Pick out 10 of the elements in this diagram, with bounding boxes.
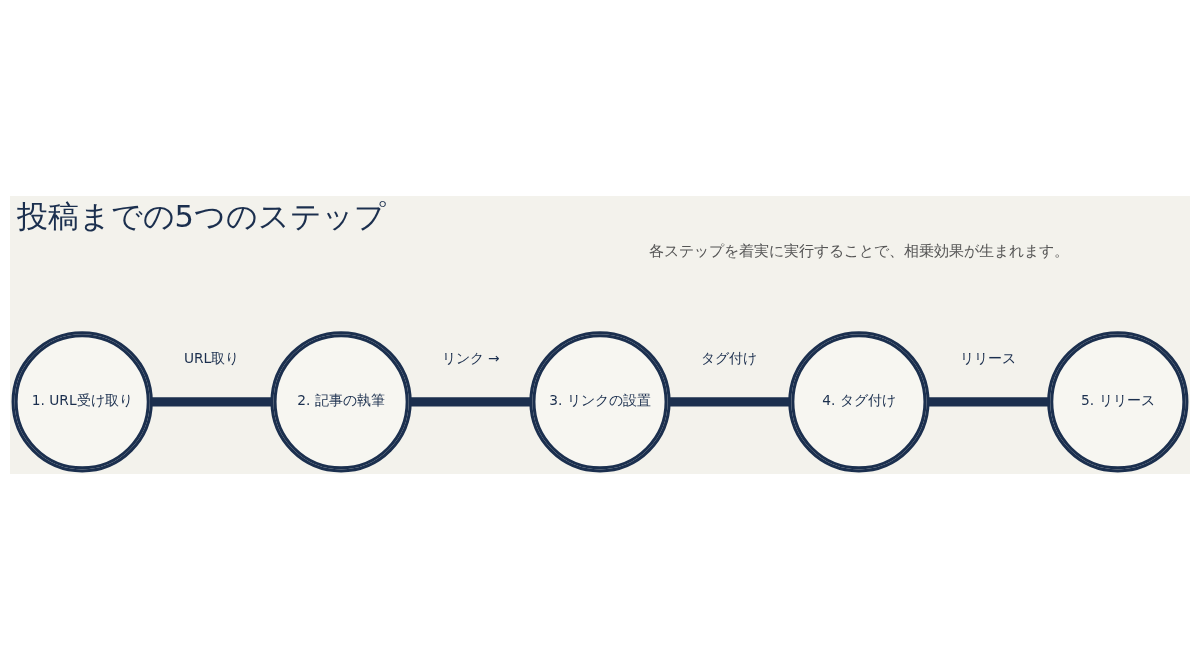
label: 各ステップを着実に実行することで、相乗効果が生まれます。 bbox=[648, 242, 1069, 261]
diagram-title: 投稿までの5つのステップ bbox=[16, 198, 387, 234]
edge-label: タグ付け bbox=[701, 350, 758, 367]
edge-label: リリース bbox=[960, 350, 1017, 367]
connector bbox=[151, 397, 272, 407]
connector bbox=[669, 397, 790, 407]
connector bbox=[410, 397, 531, 407]
connector bbox=[928, 397, 1049, 407]
edge-label: URL取り bbox=[184, 350, 240, 367]
edge-label: リンク → bbox=[441, 350, 500, 367]
